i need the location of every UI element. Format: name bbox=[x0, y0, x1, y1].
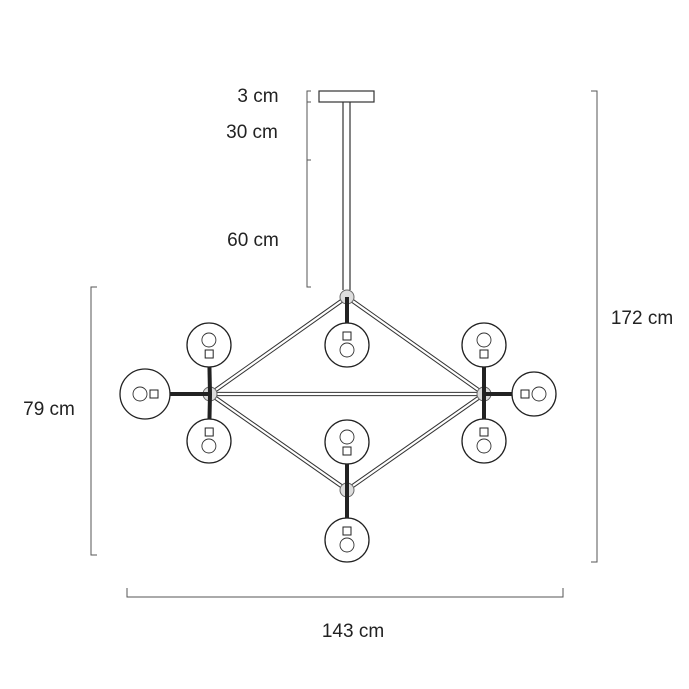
globe bbox=[324, 517, 370, 563]
frame-bar bbox=[210, 297, 349, 396]
bulb-socket bbox=[342, 526, 352, 536]
bulb-socket bbox=[204, 427, 214, 437]
bulb-socket bbox=[342, 331, 352, 341]
dimension-lines bbox=[90, 90, 598, 598]
bulb-icon bbox=[339, 537, 355, 553]
globes bbox=[119, 297, 557, 563]
bulb-icon bbox=[339, 342, 355, 358]
globe bbox=[119, 368, 171, 420]
rod-dimension-bracket bbox=[306, 90, 311, 288]
total-height-label: 172 cm bbox=[610, 308, 674, 329]
globe bbox=[461, 418, 507, 464]
bulb-icon bbox=[476, 332, 492, 348]
frame-bar bbox=[345, 392, 484, 490]
bulb-socket bbox=[520, 389, 530, 399]
globe bbox=[461, 322, 507, 368]
bulb-icon bbox=[476, 438, 492, 454]
bulb-socket bbox=[149, 389, 159, 399]
bulb-socket bbox=[204, 349, 214, 359]
body-height-dimension bbox=[90, 286, 97, 556]
bulb-socket bbox=[479, 349, 489, 359]
rod bbox=[342, 102, 351, 290]
rod-upper-label: 30 cm bbox=[226, 122, 278, 143]
frame bbox=[202, 289, 492, 498]
bulb-icon bbox=[531, 386, 547, 402]
frame-bar bbox=[210, 392, 349, 490]
frame-bar bbox=[347, 295, 486, 394]
frame-bar bbox=[345, 297, 484, 396]
width-dimension bbox=[126, 588, 564, 598]
globe bbox=[511, 371, 557, 417]
canopy bbox=[318, 90, 375, 103]
canopy-and-rod bbox=[318, 90, 375, 290]
globe bbox=[186, 418, 232, 464]
canopy-height-label: 3 cm bbox=[237, 86, 279, 107]
globe bbox=[324, 419, 370, 465]
bulb-socket bbox=[342, 446, 352, 456]
bulb-socket bbox=[479, 427, 489, 437]
bulb-icon bbox=[132, 386, 148, 402]
bulb-icon bbox=[339, 429, 355, 445]
rod-lower-label: 60 cm bbox=[227, 230, 279, 251]
frame-bar bbox=[208, 295, 347, 394]
total-width-label: 143 cm bbox=[321, 621, 385, 642]
frame-bar bbox=[208, 394, 347, 492]
body-height-label: 79 cm bbox=[23, 399, 75, 420]
frame-bar bbox=[347, 394, 486, 492]
bulb-icon bbox=[201, 438, 217, 454]
bulb-icon bbox=[201, 332, 217, 348]
globe bbox=[186, 322, 232, 368]
total-height-dimension bbox=[591, 90, 598, 563]
globe bbox=[324, 322, 370, 368]
